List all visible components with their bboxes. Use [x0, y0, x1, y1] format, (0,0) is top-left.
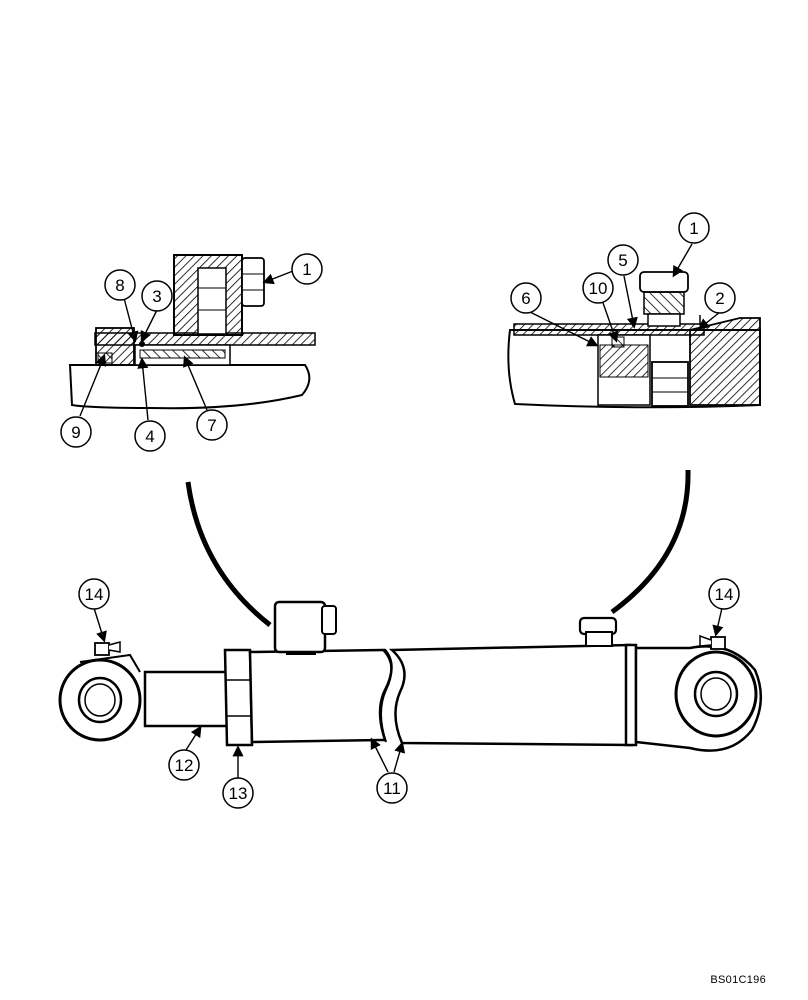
svg-text:7: 7 [207, 416, 216, 435]
callout-2: 2 [704, 282, 736, 314]
callout-7: 7 [196, 409, 228, 441]
svg-text:3: 3 [152, 287, 161, 306]
detail-arc-left [185, 481, 272, 627]
detail-rod-end-gland [68, 254, 316, 410]
leader-lines [79, 243, 724, 778]
svg-text:1: 1 [689, 219, 698, 238]
callout-14-left: 14 [78, 578, 110, 610]
callout-11: 11 [376, 772, 408, 804]
callout-9: 9 [60, 416, 92, 448]
svg-text:8: 8 [115, 276, 124, 295]
svg-text:5: 5 [618, 251, 627, 270]
svg-text:14: 14 [85, 585, 104, 604]
callout-3: 3 [141, 280, 173, 312]
svg-text:14: 14 [715, 585, 734, 604]
cylinder-assembly [58, 600, 763, 752]
callout-5: 5 [607, 244, 639, 276]
svg-text:12: 12 [175, 756, 194, 775]
callout-4: 4 [134, 420, 166, 452]
callout-14-right: 14 [708, 578, 740, 610]
svg-text:6: 6 [521, 289, 530, 308]
callout-12: 12 [168, 749, 200, 781]
callout-6: 6 [510, 282, 542, 314]
svg-text:11: 11 [383, 779, 401, 798]
svg-text:1: 1 [302, 260, 311, 279]
detail-base-end [507, 271, 761, 409]
callout-10: 10 [582, 272, 614, 304]
svg-text:4: 4 [145, 427, 154, 446]
detail-arc-right [610, 469, 691, 615]
svg-text:2: 2 [715, 289, 724, 308]
callouts: 1 8 3 9 4 7 1 5 [60, 212, 740, 809]
svg-text:10: 10 [589, 279, 608, 298]
callout-1-right: 1 [678, 212, 710, 244]
svg-text:13: 13 [229, 784, 248, 803]
figure-reference-code: BS01C196 [710, 974, 766, 986]
callout-13: 13 [222, 777, 254, 809]
callout-1-left: 1 [291, 253, 323, 285]
callout-8: 8 [104, 269, 136, 301]
svg-text:9: 9 [71, 423, 80, 442]
